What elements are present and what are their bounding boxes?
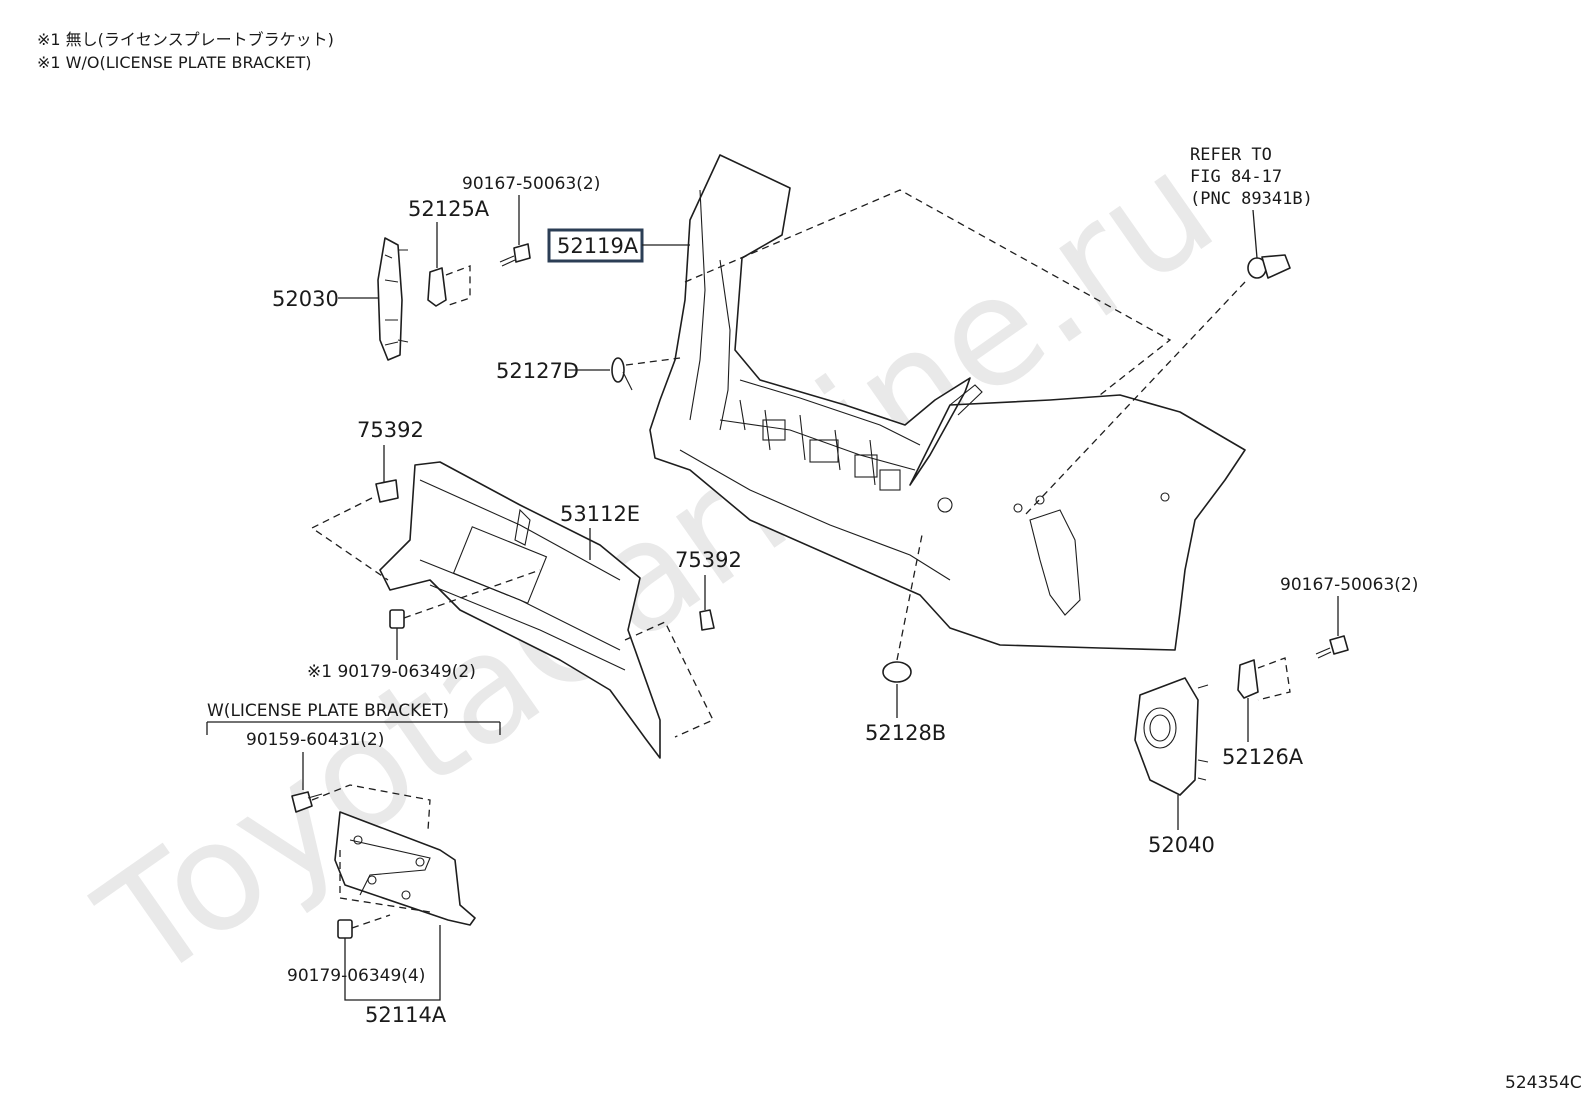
license-plate-bracket-52114A[interactable] — [334, 811, 476, 926]
clip-75392-left[interactable] — [375, 479, 399, 503]
nut-90179-top[interactable] — [389, 609, 405, 629]
clip-52126A[interactable] — [1237, 659, 1259, 699]
label-75392-left[interactable]: 75392 — [357, 418, 424, 442]
label-52114A[interactable]: 52114A — [365, 1003, 447, 1027]
nut-90179-bottom[interactable] — [337, 919, 353, 939]
clip-52125A[interactable] — [427, 267, 447, 307]
label-bracket-group: W(LICENSE PLATE BRACKET) — [207, 701, 449, 721]
label-90179-top[interactable]: ※1 90179-06349(2) — [307, 662, 476, 682]
label-52128B[interactable]: 52128B — [865, 721, 946, 745]
label-75392-right[interactable]: 75392 — [675, 548, 742, 572]
fog-lamp-cover-52040[interactable] — [1134, 677, 1209, 796]
label-90179-bottom[interactable]: 90179-06349(4) — [287, 966, 425, 986]
label-52030[interactable]: 52030 — [272, 287, 339, 311]
label-52126A[interactable]: 52126A — [1222, 745, 1304, 769]
label-52125A[interactable]: 52125A — [408, 197, 490, 221]
bumper-cover-52119A[interactable] — [649, 154, 1246, 651]
refer-line-1: REFER TO — [1190, 145, 1272, 165]
label-52040[interactable]: 52040 — [1148, 833, 1215, 857]
side-retainer-52030[interactable] — [377, 237, 409, 361]
label-53112E[interactable]: 53112E — [560, 502, 640, 526]
label-52119A[interactable]: 52119A — [557, 234, 639, 258]
screw-90167-right[interactable] — [1315, 635, 1349, 659]
screw-90167-top[interactable] — [499, 243, 531, 267]
lower-grille-53112E[interactable] — [379, 461, 661, 759]
figure-id: 524354C — [1505, 1073, 1582, 1093]
clip-75392-right[interactable] — [699, 609, 715, 631]
refer-line-2: FIG 84-17 — [1190, 167, 1282, 187]
label-52127D[interactable]: 52127D — [496, 359, 579, 383]
note-line-2: ※1 W/O(LICENSE PLATE BRACKET) — [37, 53, 311, 72]
clip-52127D[interactable] — [611, 357, 633, 391]
refer-line-3: (PNC 89341B) — [1190, 189, 1313, 209]
cap-52128B[interactable] — [882, 661, 912, 683]
label-90167-top[interactable]: 90167-50063(2) — [462, 174, 600, 194]
note-line-1: ※1 無し(ライセンスプレートブラケット) — [37, 30, 334, 49]
bolt-90159[interactable] — [291, 791, 323, 813]
parking-sensor[interactable] — [1247, 254, 1291, 279]
label-90167-right[interactable]: 90167-50063(2) — [1280, 575, 1418, 595]
label-90159[interactable]: 90159-60431(2) — [246, 730, 384, 750]
